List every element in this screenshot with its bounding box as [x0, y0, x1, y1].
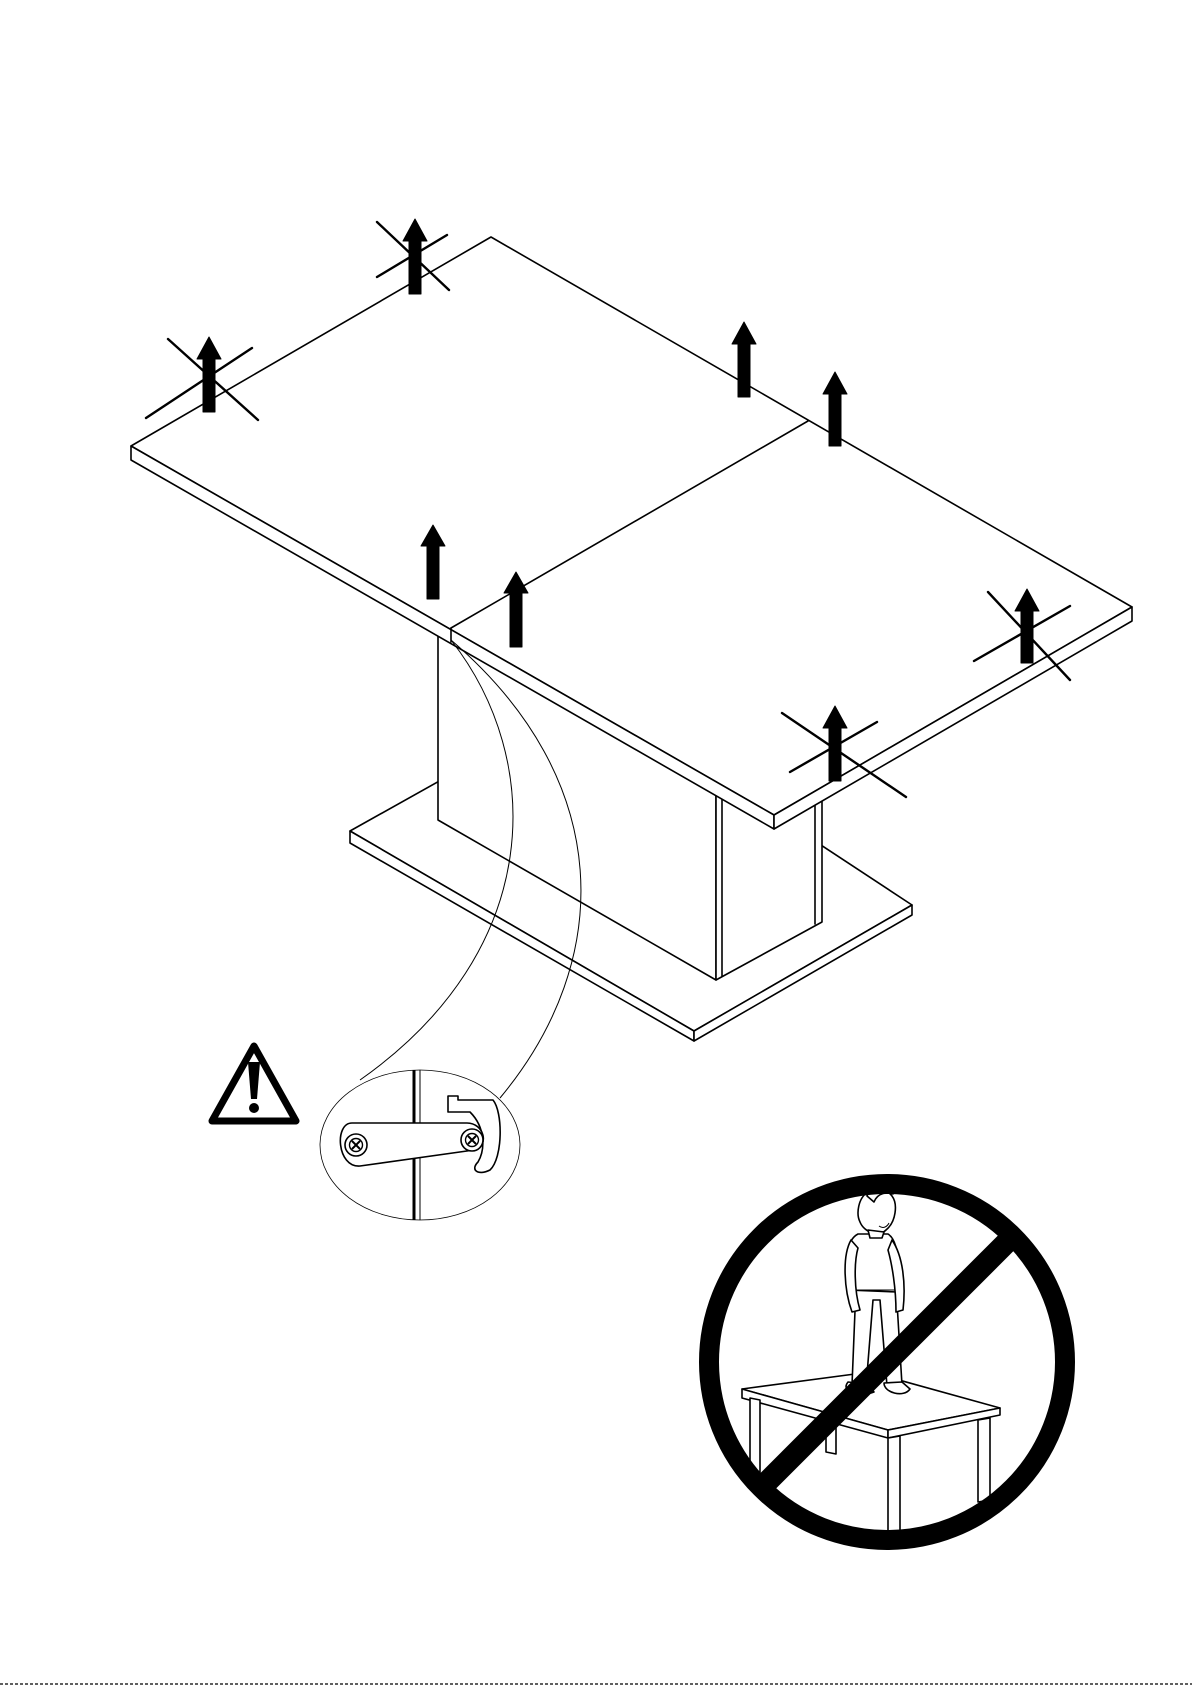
connector-bracket-detail: [320, 1060, 520, 1230]
screw-icon: [345, 1134, 367, 1156]
no-standing-on-table-icon: [709, 1184, 1065, 1540]
warning-triangle-icon: [212, 1046, 296, 1121]
screw-icon: [461, 1129, 483, 1151]
extending-table-drawing: [131, 219, 1132, 1098]
table-top: [131, 237, 1132, 829]
